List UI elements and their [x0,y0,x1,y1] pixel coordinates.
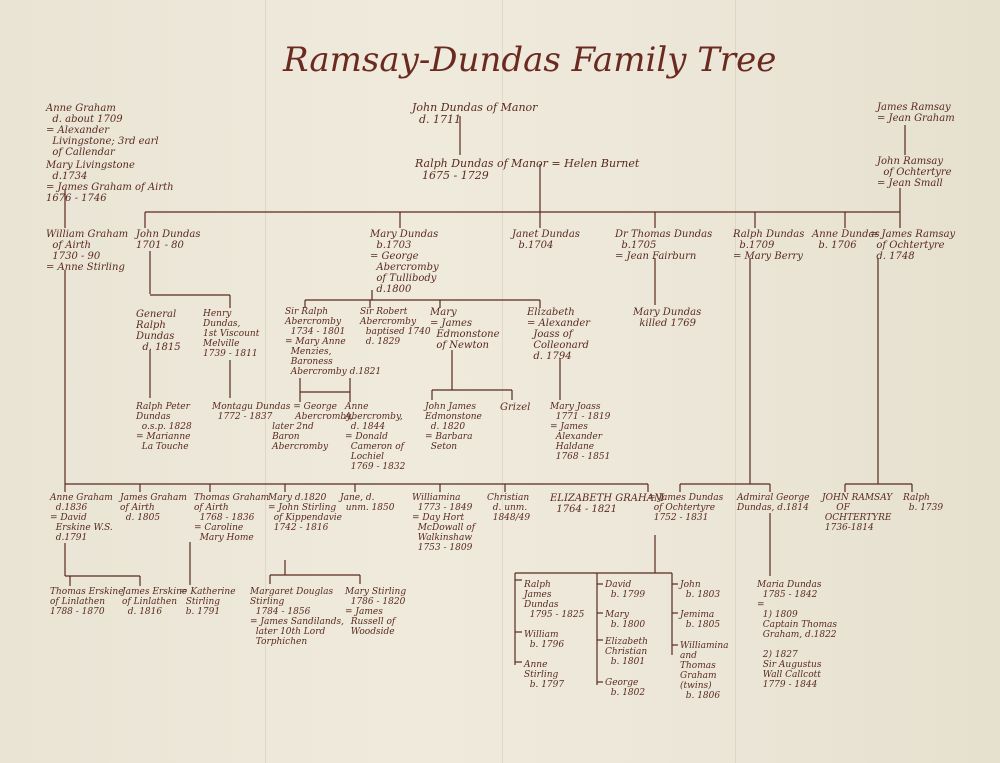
person-william-1796: William b. 1796 [524,630,565,650]
person-williamina-thomas: Williamina and Thomas Graham (twins) b. … [680,641,729,701]
person-montagu-dundas: Montagu Dundas = George 1772 - 1837 Aber… [212,402,353,452]
person-mary-dundas: Mary Dundas b.1703 = George Abercromby o… [370,229,439,295]
page-title: Ramsay-Dundas Family Tree [283,40,777,80]
person-admiral-george: Admiral George Dundas, d.1814 [737,493,810,513]
person-james-dundas-ochtertyre: = James Dundas of Ochtertyre 1752 - 1831 [648,493,724,523]
person-william-graham: William Graham of Airth 1730 - 90 = Anne… [46,229,129,273]
person-george-1802: George b. 1802 [605,678,646,698]
person-ralph-dundas-manor: Ralph Dundas of Manor = Helen Burnet 167… [415,157,640,182]
person-katherine-stirling: = Katherine Stirling b. 1791 [180,587,236,617]
person-james-graham-airth: James Graham of Airth d. 1805 [120,493,187,523]
person-elizabeth-joass: Elizabeth = Alexander Joass of Colleonar… [527,307,591,362]
person-mary-edmonstone: Mary = James Edmonstone of Newton [430,307,500,351]
person-john-ramsay-1736: JOHN RAMSAY OF OCHTERTYRE 1736-1814 [822,493,893,533]
person-janet-dundas: Janet Dundas b.1704 [512,229,580,251]
person-jemima-1805: Jemima b. 1805 [680,610,721,630]
person-general-ralph: General Ralph Dundas d. 1815 [136,309,181,353]
person-henry-dundas: Henry Dundas, 1st Viscount Melville 1739… [203,309,260,359]
person-ralph-dundas-1709: Ralph Dundas b.1709 = Mary Berry [733,229,805,262]
person-james-erskine: James Erskine of Linlathen d. 1816 [122,587,188,617]
person-mary-stirling-1820: Mary d.1820 = John Stirling of Kippendav… [268,493,342,533]
person-jane: Jane, d. unm. 1850 [340,493,395,513]
person-john-dundas-manor: John Dundas of Manor d. 1711 [412,101,538,126]
person-anne-abercromby: Anne Abercromby, d. 1844 = Donald Camero… [345,402,406,472]
person-john-dundas: John Dundas 1701 - 80 [136,229,201,251]
person-dr-thomas-dundas: Dr Thomas Dundas b.1705 = Jean Fairburn [615,229,713,262]
person-mary-stirling-1786: Mary Stirling 1786 - 1820 = James Russel… [345,587,407,637]
person-james-ramsay-ochtertyre: = James Ramsay of Ochtertyre d. 1748 [870,229,956,262]
person-sir-robert: Sir Robert Abercromby baptised 1740 d. 1… [360,307,431,347]
person-grizel: Grizel [500,402,531,413]
person-ralph-peter: Ralph Peter Dundas o.s.p. 1828 = Mariann… [136,402,192,452]
fold-line [265,0,266,763]
person-anne-stirling-1797: Anne Stirling b. 1797 [524,660,565,690]
person-ralph-james: Ralph James Dundas 1795 - 1825 [524,580,585,620]
person-mary-joass: Mary Joass 1771 - 1819 = James Alexander… [550,402,611,462]
person-james-ramsay-top: James Ramsay = Jean Graham [877,102,955,124]
person-margaret-douglas: Margaret Douglas Stirling 1784 - 1856 = … [250,587,344,647]
person-maria-dundas: Maria Dundas 1785 - 1842 = 1) 1809 Capta… [757,580,837,690]
person-john-ramsay-ochtertyre: John Ramsay of Ochtertyre = Jean Small [877,156,952,189]
person-john-james-edmonstone: John James Edmonstone d. 1820 = Barbara … [425,402,482,452]
person-thomas-graham-airth: Thomas Graham of Airth 1768 - 1836 = Car… [194,493,270,543]
person-john-1803: John b. 1803 [680,580,721,600]
person-elizabeth-graham: ELIZABETH GRAHAM 1764 - 1821 [550,493,665,515]
person-ralph-1739: Ralph b. 1739 [903,493,944,513]
person-anne-graham-1836: Anne Graham d.1836 = David Erskine W.S. … [50,493,113,543]
person-christian: Christian d. unm. 1848/49 [487,493,531,523]
person-elizabeth-christian: Elizabeth Christian b. 1801 [605,637,648,667]
fold-line [735,0,736,763]
person-thomas-erskine: Thomas Erskine of Linlathen 1788 - 1870 [50,587,124,617]
person-david-1799: David b. 1799 [605,580,646,600]
person-anne-graham-top: Anne Graham d. about 1709 = Alexander Li… [46,103,159,158]
person-mary-livingstone: Mary Livingstone d.1734 = James Graham o… [46,160,174,204]
person-anne-dundas: Anne Dundas b. 1706 [812,229,880,251]
person-sir-ralph: Sir Ralph Abercromby 1734 - 1801 = Mary … [285,307,382,377]
person-mary-dundas-1769: Mary Dundas killed 1769 [633,307,702,329]
person-mary-1800: Mary b. 1800 [605,610,646,630]
fold-line [502,0,503,763]
person-williamina: Williamina 1773 - 1849 = Day Hort McDowa… [412,493,476,553]
